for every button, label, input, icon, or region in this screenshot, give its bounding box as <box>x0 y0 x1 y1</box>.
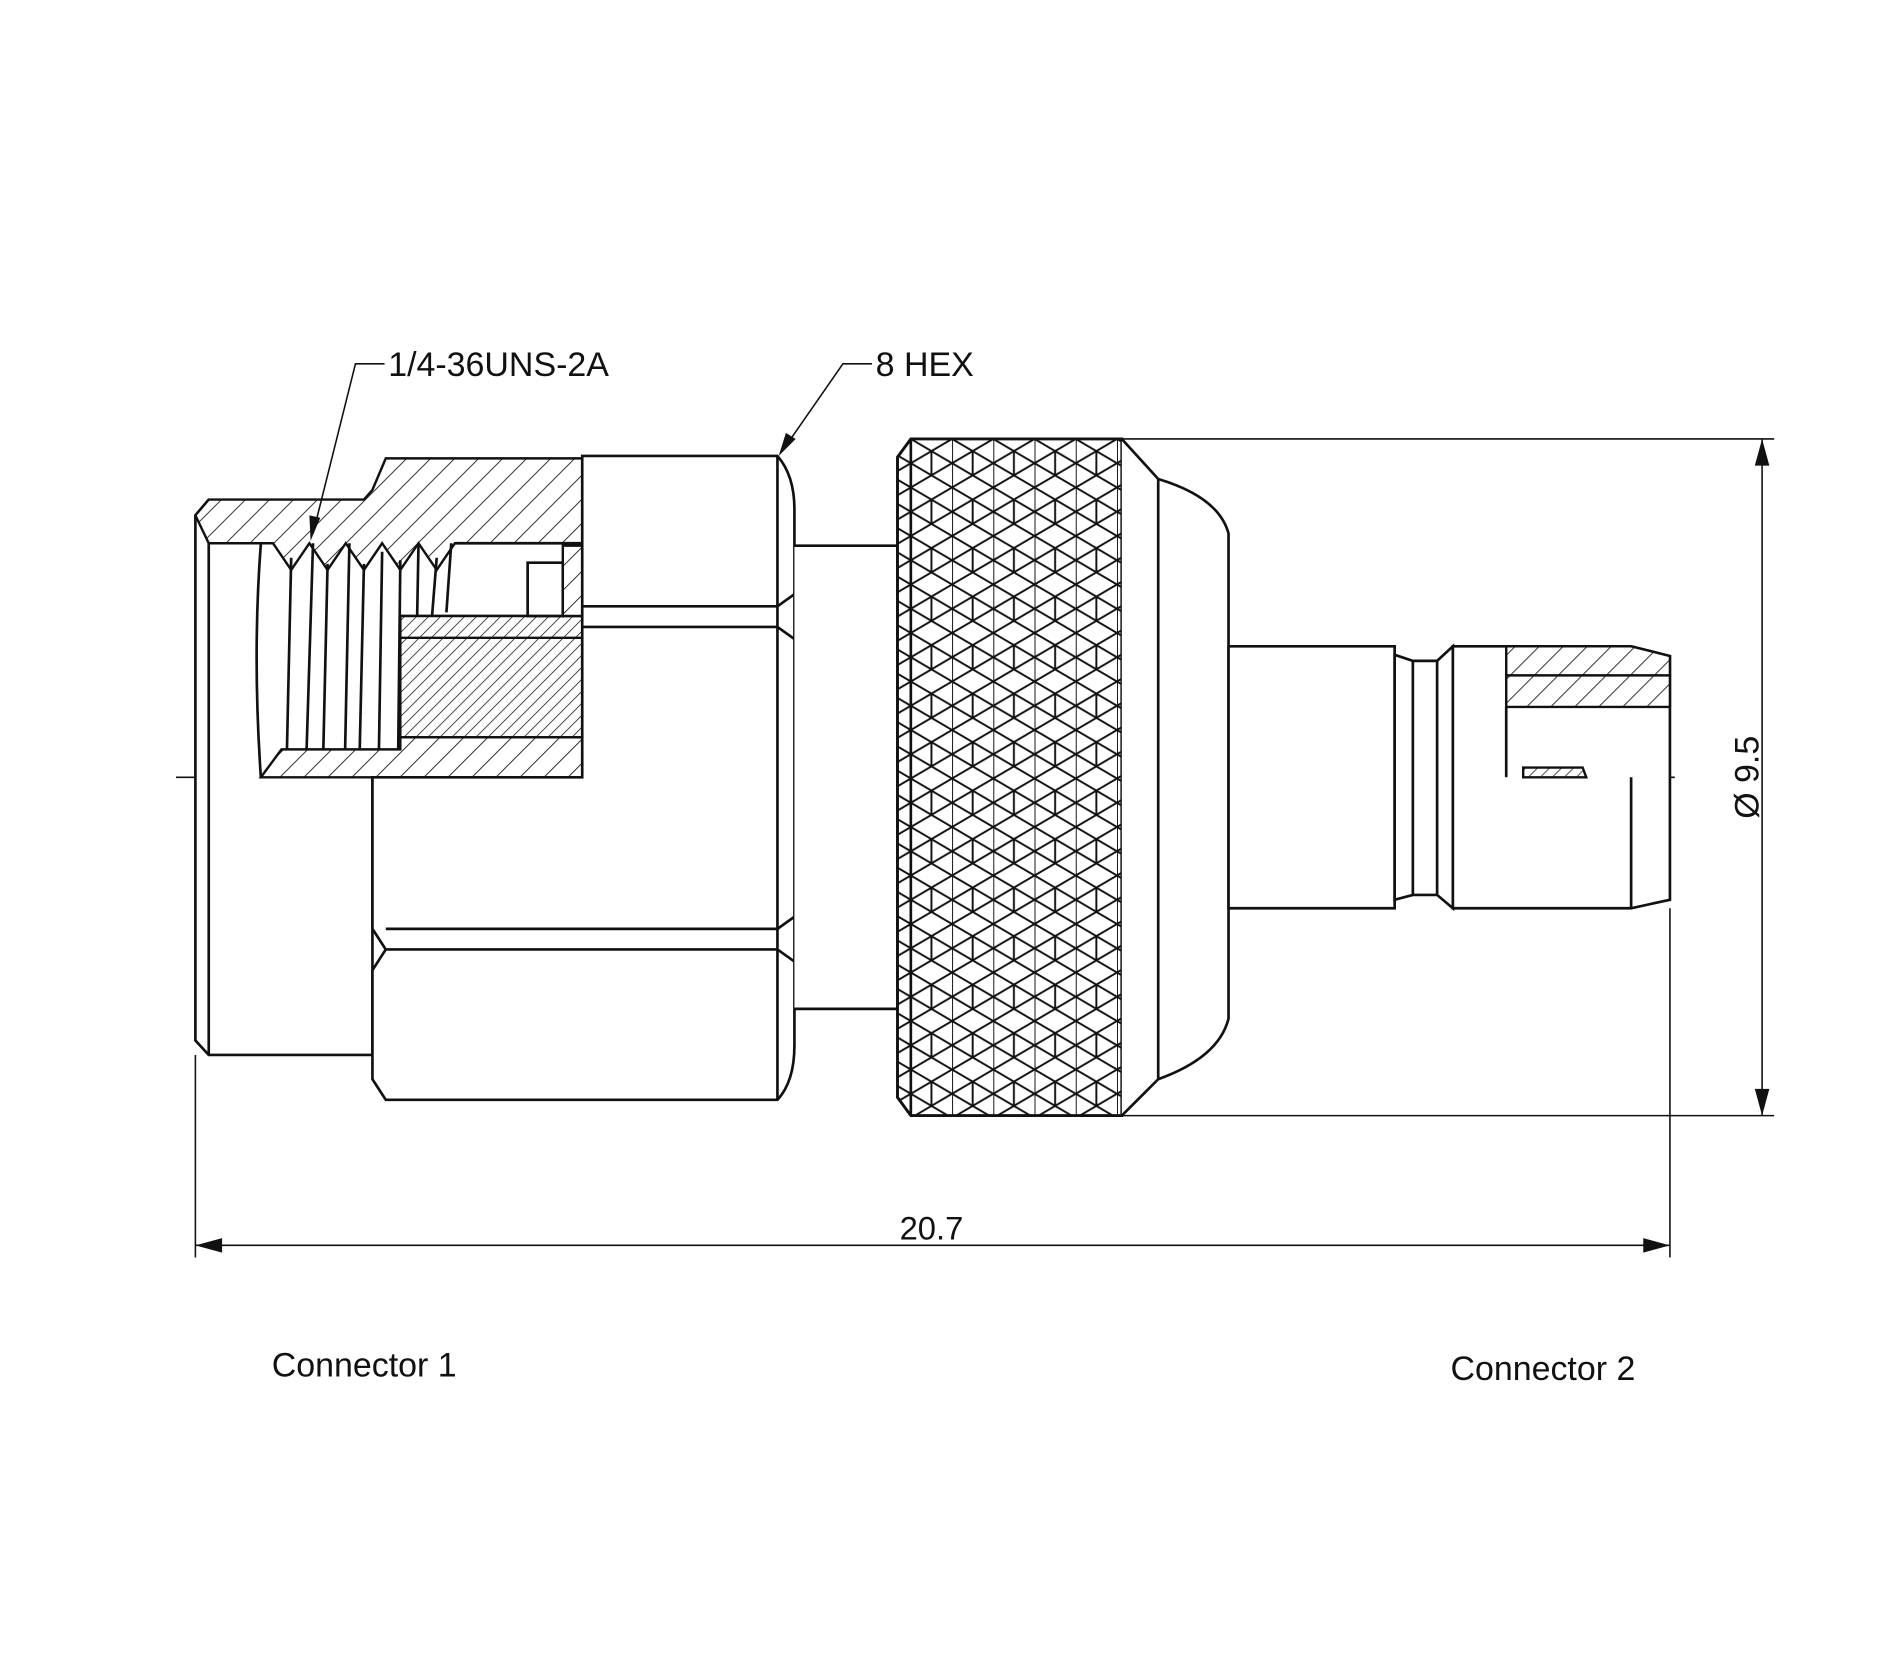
thread-callout-label: 1/4-36UNS-2A <box>388 346 609 384</box>
thread-sleeve <box>193 457 584 1057</box>
connector-1-label: Connector 1 <box>272 1346 457 1384</box>
knurled-coupling <box>896 437 1124 1118</box>
length-label: 20.7 <box>900 1209 964 1246</box>
connector-2-body <box>1227 643 1672 912</box>
neck <box>794 544 899 1011</box>
hex-nut <box>371 454 796 1102</box>
thread-callout: 1/4-36UNS-2A <box>309 346 609 541</box>
connector-2-label: Connector 2 <box>1450 1350 1635 1388</box>
hex-callout-label: 8 HEX <box>876 346 974 384</box>
coupling-dome <box>1120 438 1230 1117</box>
hex-callout: 8 HEX <box>778 346 974 456</box>
diameter-label: Ø 9.5 <box>1728 736 1766 819</box>
length-dimension: 20.7 <box>194 908 1671 1258</box>
diameter-dimension: Ø 9.5 <box>1121 438 1775 1117</box>
